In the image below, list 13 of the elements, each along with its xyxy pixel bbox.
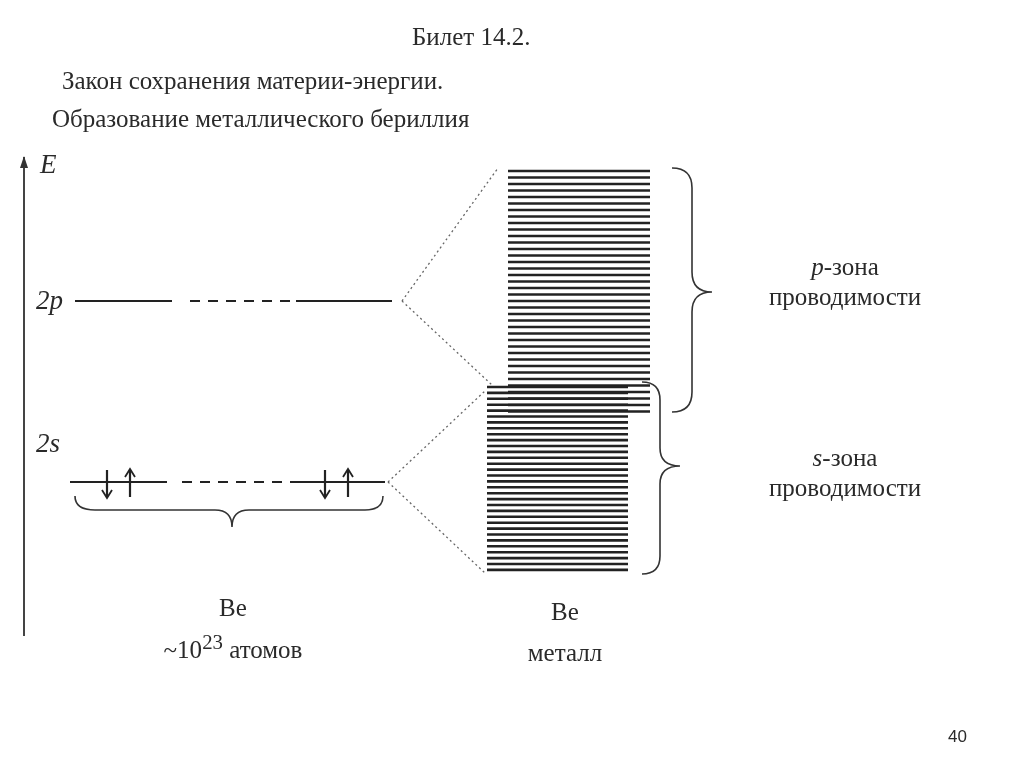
page-number: 40 <box>948 727 967 748</box>
level-label: 2s <box>36 427 60 460</box>
title: Билет 14.2. <box>412 22 531 52</box>
caption-text: Be <box>219 593 247 623</box>
subtitle: Закон сохранения материи-энергии. <box>62 66 444 96</box>
band-label: s-зона проводимости <box>767 443 923 503</box>
caption-text: Be <box>551 597 579 627</box>
caption-text: металл <box>527 638 603 668</box>
axis-label: E <box>40 148 57 181</box>
subtitle: Образование металлического бериллия <box>52 104 470 134</box>
band-label: p-зона проводимости <box>767 252 923 312</box>
caption-text: ~10$^{23}$ атомов <box>163 630 303 666</box>
level-label: 2p <box>36 284 63 317</box>
